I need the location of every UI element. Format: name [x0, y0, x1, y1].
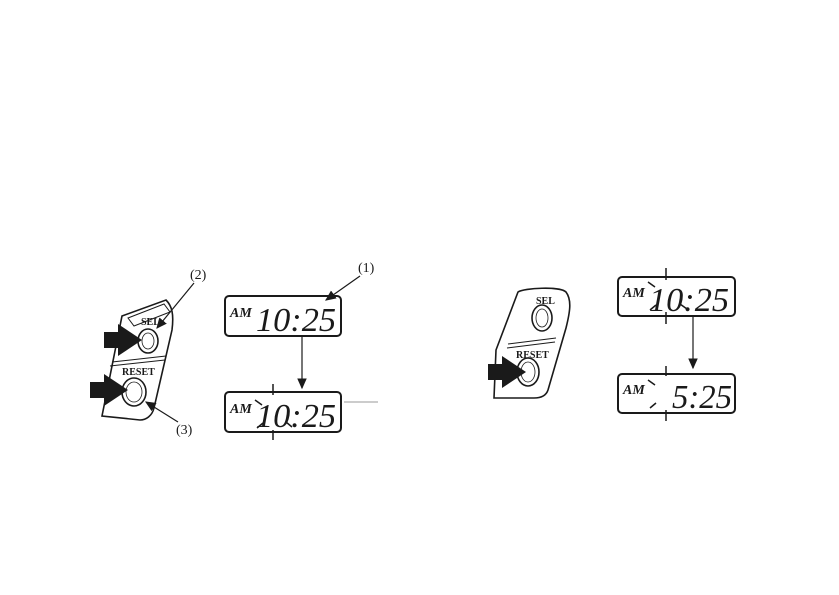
time-readout: 5:25: [672, 379, 732, 416]
flash-marks-icon: [647, 268, 688, 324]
reset-button-label: RESET: [122, 367, 155, 378]
callout-leader-1: [325, 275, 361, 301]
lcd-display-right-bottom: AM 5:25: [617, 366, 736, 421]
press-arrow-icon: [104, 324, 142, 356]
lcd-display-left-top: AM 10:25: [224, 295, 342, 339]
time-readout: 10:25: [649, 282, 729, 319]
flash-marks-icon: [647, 366, 667, 421]
lcd-display-right-top: AM 10:25: [617, 268, 736, 324]
left-button-panel: SEL RESET: [90, 299, 174, 421]
time-readout: 10:25: [256, 398, 336, 435]
callout-label-3: (3): [176, 423, 193, 438]
time-readout: 10:25: [256, 302, 336, 339]
reset-button-label: RESET: [516, 350, 549, 361]
press-arrow-icon: [488, 356, 526, 388]
callout-leader-2: [156, 282, 195, 329]
right-button-panel: SEL RESET: [488, 287, 571, 399]
callout-label-1: (1): [358, 261, 375, 276]
lcd-display-left-bottom: AM 10:25: [224, 384, 342, 440]
sel-button-label: SEL: [536, 296, 555, 307]
flash-marks-icon: [254, 384, 293, 440]
press-arrow-icon: [90, 374, 128, 406]
am-indicator: AM: [229, 402, 252, 417]
am-indicator: AM: [229, 306, 252, 321]
am-indicator: AM: [622, 383, 645, 398]
callout-leader-3: [144, 401, 179, 423]
sel-button[interactable]: SEL: [137, 317, 160, 354]
sel-button-label: SEL: [141, 317, 160, 328]
callout-label-2: (2): [190, 268, 207, 283]
sel-button[interactable]: SEL: [531, 296, 555, 332]
am-indicator: AM: [622, 286, 645, 301]
reset-button[interactable]: RESET: [516, 350, 549, 387]
